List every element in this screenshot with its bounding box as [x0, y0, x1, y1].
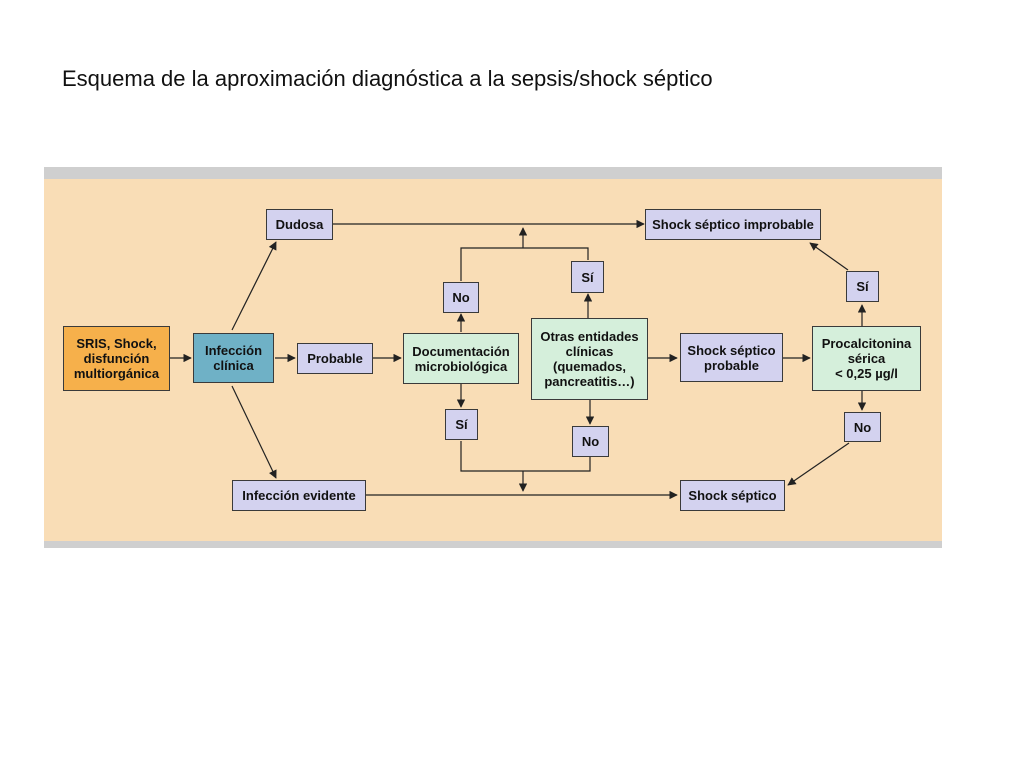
node-pct-si: Sí: [846, 271, 879, 302]
slide-title: Esquema de la aproximación diagnóstica a…: [62, 66, 713, 91]
node-shock-improbable: Shock séptico improbable: [645, 209, 821, 240]
node-shock-probable: Shock séptico probable: [680, 333, 783, 382]
node-sris: SRIS, Shock, disfunción multiorgánica: [63, 326, 170, 391]
connector-upper-merge: [460, 247, 589, 281]
arrow-pctsi-to-improbable: [809, 242, 849, 271]
node-otras-no: No: [572, 426, 609, 457]
node-shock-septico: Shock séptico: [680, 480, 785, 511]
node-probable: Probable: [297, 343, 373, 374]
node-otras-si: Sí: [571, 261, 604, 293]
arrow-pctno-to-shock: [787, 442, 850, 486]
node-infeccion-clinica: Infección clínica: [193, 333, 274, 383]
arrow-infeccion-to-dudosa: [231, 241, 277, 331]
connector-lower-merge: [460, 441, 591, 472]
node-doc-no: No: [443, 282, 479, 313]
node-documentacion: Documentación microbiológica: [403, 333, 519, 384]
node-otras-entidades: Otras entidades clínicas (quemados, panc…: [531, 318, 648, 400]
node-infeccion-evidente: Infección evidente: [232, 480, 366, 511]
node-doc-si: Sí: [445, 409, 478, 440]
arrow-infeccion-to-evidente: [231, 385, 277, 479]
node-pct-no: No: [844, 412, 881, 442]
node-procalcitonina: Procalcitonina sérica < 0,25 µg/l: [812, 326, 921, 391]
node-dudosa: Dudosa: [266, 209, 333, 240]
